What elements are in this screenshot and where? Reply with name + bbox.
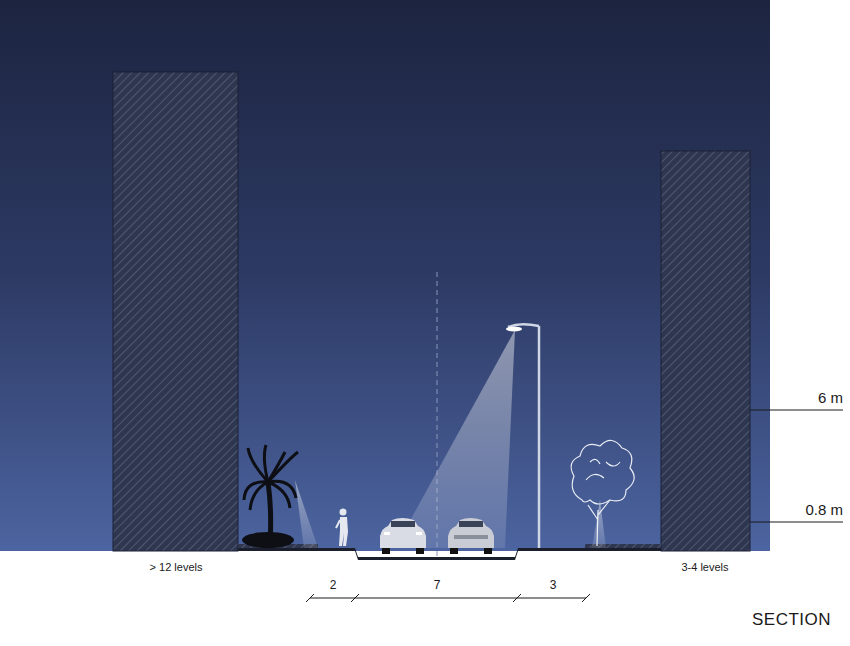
tree-uplight bbox=[592, 500, 606, 548]
dimension-value: 7 bbox=[434, 579, 441, 592]
height-label: 0.8 m bbox=[805, 502, 843, 519]
palm-tree bbox=[242, 445, 298, 548]
tall-building bbox=[113, 72, 238, 551]
pedestrian bbox=[336, 509, 348, 547]
section-title: SECTION bbox=[752, 611, 831, 630]
width-dimension bbox=[306, 594, 590, 602]
building-height: 3-4 levels bbox=[681, 561, 728, 573]
night-sky bbox=[0, 0, 770, 551]
lamp-light bbox=[395, 330, 515, 548]
height-mark-6m bbox=[750, 410, 843, 411]
ground-profile bbox=[238, 548, 661, 560]
lamp-head bbox=[506, 327, 522, 332]
low-building bbox=[661, 151, 750, 551]
dimension-value: 2 bbox=[330, 579, 337, 592]
uplight bbox=[295, 480, 318, 548]
building-height: > 12 levels bbox=[150, 561, 203, 573]
dimension-value: 3 bbox=[550, 579, 557, 592]
height-mark-08m bbox=[750, 522, 843, 523]
car-left bbox=[380, 518, 426, 554]
height-label: 6 m bbox=[818, 390, 843, 407]
car-right bbox=[448, 518, 494, 554]
lamp-pole bbox=[538, 326, 541, 548]
